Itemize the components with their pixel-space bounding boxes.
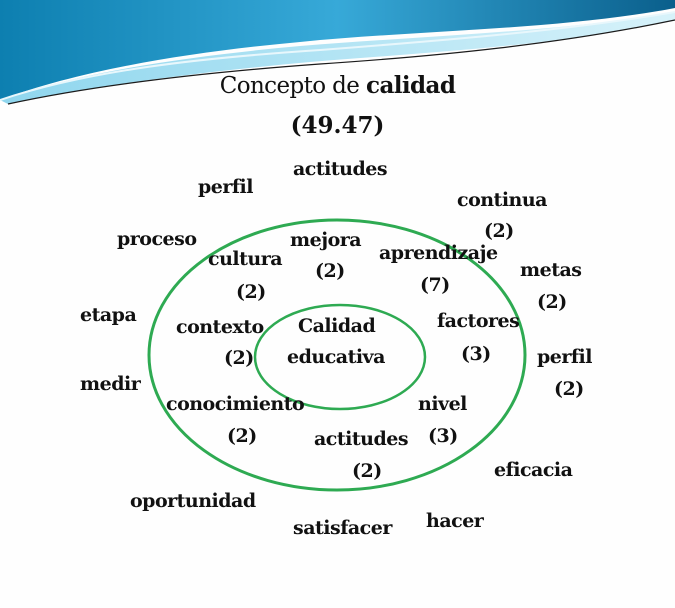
outer-word-hacer: hacer — [426, 510, 484, 532]
inner-count-conocimiento: (2) — [227, 425, 257, 447]
outer-word-metas: metas — [520, 259, 582, 281]
inner-count-cultura: (2) — [236, 281, 266, 303]
outer-count-perfil-2: (2) — [554, 378, 584, 400]
inner-word-mejora: mejora — [290, 229, 362, 251]
title-prefix: Concepto de — [219, 73, 360, 99]
outer-count-continua: (2) — [484, 220, 514, 242]
outer-ellipse — [147, 218, 527, 492]
inner-count-actitudes: (2) — [352, 460, 382, 482]
outer-word-eficacia: eficacia — [494, 459, 573, 481]
outer-word-perfil-1: perfil — [198, 176, 254, 198]
inner-word-aprendizaje: aprendizaje — [379, 242, 498, 264]
inner-word-actitudes: actitudes — [314, 428, 409, 450]
center-label-line1: Calidad — [298, 315, 376, 337]
inner-ellipse — [253, 303, 427, 411]
outer-word-actitudes: actitudes — [293, 158, 388, 180]
header-wave-decoration — [0, 0, 675, 105]
inner-count-nivel: (3) — [428, 425, 458, 447]
inner-count-factores: (3) — [461, 343, 491, 365]
outer-count-metas: (2) — [537, 291, 567, 313]
inner-word-contexto: contexto — [176, 316, 264, 338]
title-bold-word: calidad — [366, 72, 456, 99]
outer-word-medir: medir — [80, 373, 141, 395]
inner-word-cultura: cultura — [208, 248, 283, 270]
inner-count-mejora: (2) — [315, 260, 345, 282]
inner-count-aprendizaje: (7) — [420, 274, 450, 296]
outer-word-perfil-2: perfil — [537, 346, 593, 368]
inner-count-contexto: (2) — [224, 347, 254, 369]
inner-word-nivel: nivel — [418, 393, 467, 415]
inner-word-factores: factores — [437, 310, 520, 332]
outer-word-oportunidad: oportunidad — [130, 490, 256, 512]
inner-word-conocimiento: conocimiento — [166, 393, 305, 415]
slide-subtitle-value: (49.47) — [290, 112, 385, 139]
outer-word-etapa: etapa — [80, 304, 137, 326]
center-label-line2: educativa — [287, 346, 385, 368]
slide-title: Concepto de calidad — [0, 72, 675, 99]
outer-word-proceso: proceso — [117, 228, 197, 250]
outer-word-satisfacer: satisfacer — [293, 517, 392, 539]
outer-word-continua: continua — [457, 189, 548, 211]
